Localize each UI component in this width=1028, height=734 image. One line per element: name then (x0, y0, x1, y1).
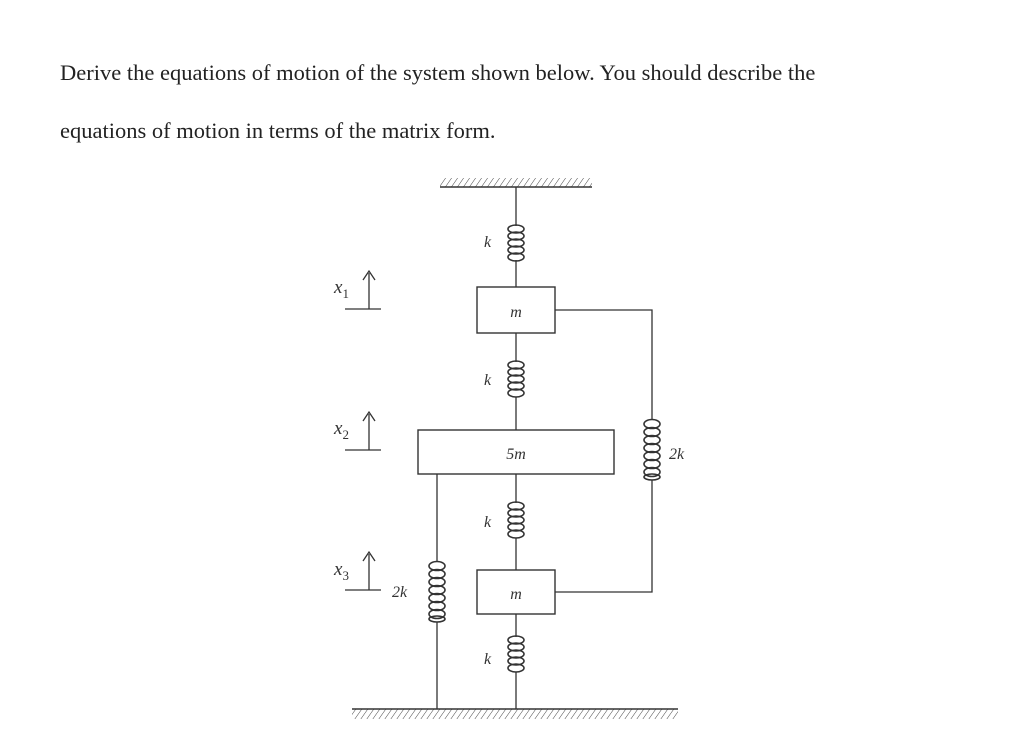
x1-arrow-icon (345, 269, 381, 310)
spring-middle-bottom (507, 501, 525, 539)
spring-top-middle-label: k (484, 372, 492, 389)
question-line-1: Derive the equations of motion of the sy… (60, 60, 816, 85)
mass-middle (417, 429, 615, 475)
spring-top-middle (507, 360, 525, 398)
mass-bottom (476, 569, 556, 615)
x3-label: x3 (333, 559, 349, 583)
spring-right-side (643, 418, 661, 481)
mass-top-label: m (510, 304, 522, 321)
mass-middle-label: 5m (506, 446, 526, 463)
spring-left-side-label: 2k (392, 584, 408, 601)
x2-arrow-icon (345, 410, 381, 451)
spring-left-side (428, 560, 446, 623)
spring-ceiling-top (507, 224, 525, 262)
ground-support (352, 708, 678, 719)
x3-arrow-icon (345, 550, 381, 591)
question-line-2: equations of motion in terms of the matr… (60, 118, 496, 143)
connecting-lines (436, 187, 653, 709)
spring-bottom-ground-label: k (484, 651, 492, 668)
ceiling-support (440, 178, 592, 188)
spring-ceiling-top-label: k (484, 234, 492, 251)
spring-bottom-ground (507, 635, 525, 673)
mass-bottom-label: m (510, 586, 522, 603)
mass-top (476, 286, 556, 334)
question-text: Derive the equations of motion of the sy… (60, 44, 1000, 160)
spring-right-side-label: 2k (669, 446, 685, 463)
x2-label: x2 (333, 418, 349, 442)
x1-label: x1 (333, 277, 349, 301)
spring-middle-bottom-label: k (484, 514, 492, 531)
